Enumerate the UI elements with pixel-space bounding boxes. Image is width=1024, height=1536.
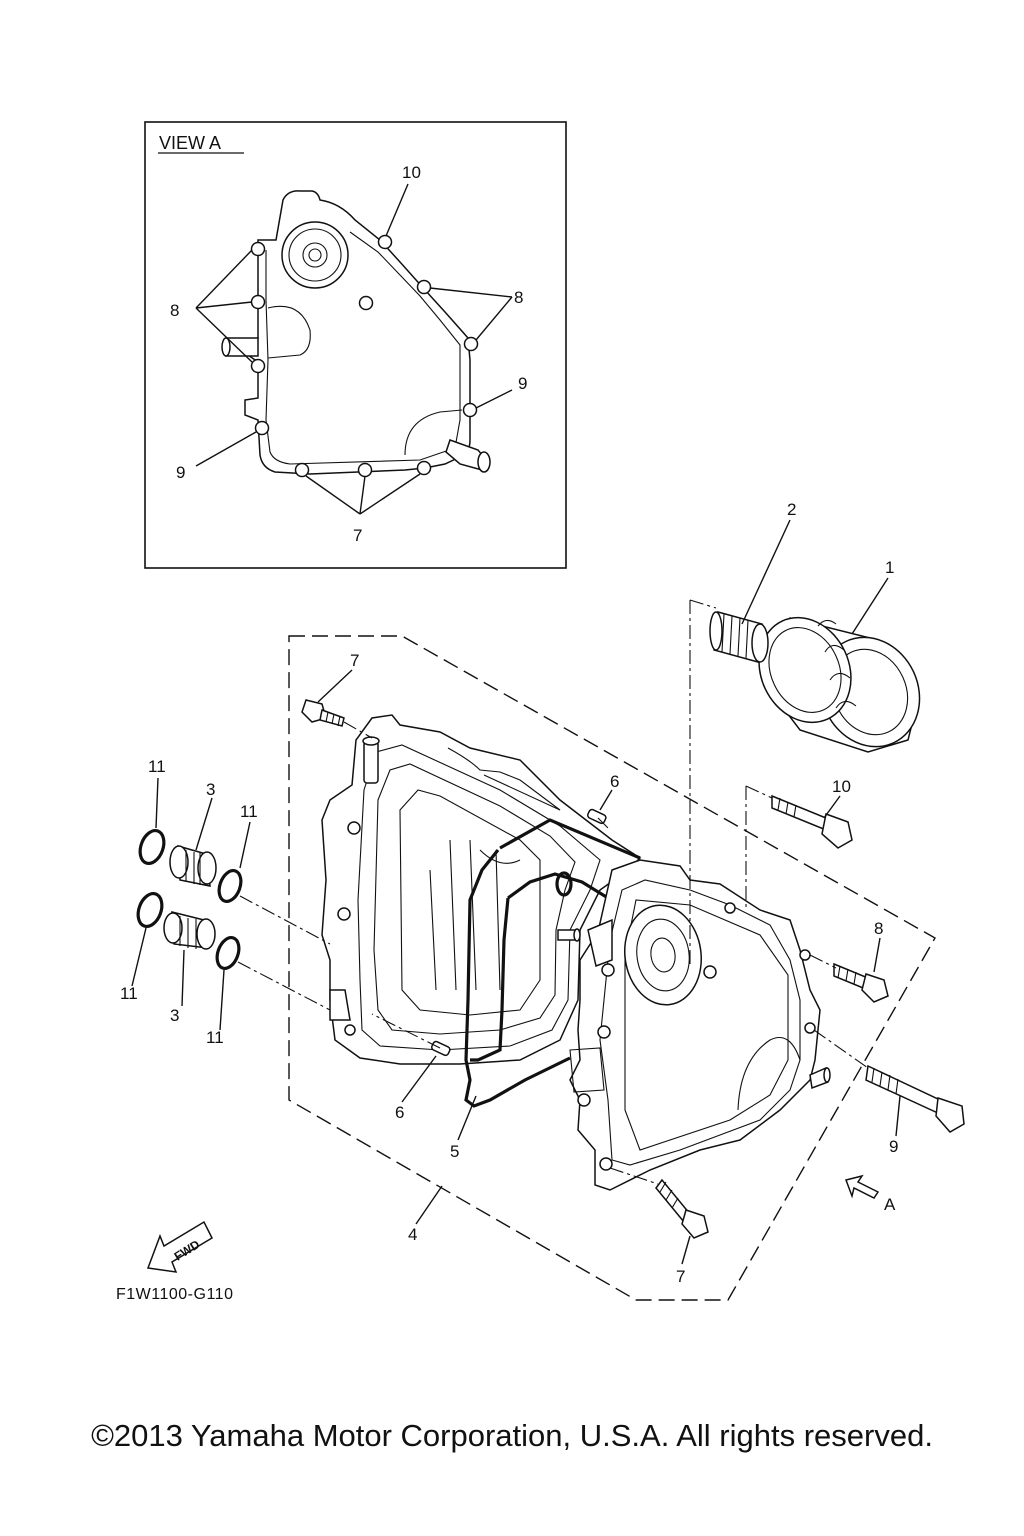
assembly-boundary (288, 635, 936, 1301)
callout-10-main: 10 (832, 777, 851, 796)
bolt-8 (833, 962, 889, 1003)
inset-title: VIEW A (159, 133, 221, 153)
callout-11-c: 11 (120, 984, 138, 1003)
part-callouts: 2 1 7 6 10 8 9 7 6 5 4 11 3 11 11 3 11 (120, 500, 898, 1286)
bolt-9 (865, 1064, 965, 1133)
callout-5: 5 (450, 1142, 459, 1161)
bolt-10 (771, 794, 853, 849)
pipe-3-lower (163, 911, 216, 950)
alignment-lines (237, 599, 869, 1185)
callout-1: 1 (885, 558, 894, 577)
view-a-arrow-icon: A (845, 1174, 896, 1214)
callout-8-left: 8 (170, 301, 179, 320)
copyright-notice: ©2013 Yamaha Motor Corporation, U.S.A. A… (91, 1418, 933, 1453)
inset-bolt-holes (250, 234, 479, 478)
callout-9-right: 9 (518, 374, 527, 393)
dowel-pins-6 (430, 808, 607, 1057)
oil-filter-1 (758, 616, 921, 753)
callout-6-bottom: 6 (395, 1103, 404, 1122)
callout-8-right: 8 (514, 288, 523, 307)
callout-11-d: 11 (206, 1028, 224, 1047)
callout-7-top: 7 (350, 651, 359, 670)
view-a-inset: VIEW A (144, 121, 567, 569)
callout-9-main: 9 (889, 1137, 898, 1156)
fwd-arrow-icon: FWD (146, 1220, 213, 1273)
crankcase-cover-main (321, 714, 642, 1065)
bolt-7-top (301, 699, 345, 727)
gasket-5 (464, 818, 641, 1108)
view-a-arrow-label: A (884, 1195, 896, 1214)
callout-11-b: 11 (240, 802, 258, 821)
callout-7-bottom: 7 (676, 1267, 685, 1286)
callout-4: 4 (408, 1225, 417, 1244)
figure-code: F1W1100-G110 (116, 1286, 233, 1303)
callout-9-left: 9 (176, 463, 185, 482)
callout-2: 2 (787, 500, 796, 519)
callout-3-bottom: 3 (170, 1006, 179, 1025)
crankcase-cover-right (569, 859, 831, 1191)
callout-3-top: 3 (206, 780, 215, 799)
callout-10: 10 (402, 163, 421, 182)
o-rings-11 (136, 828, 243, 971)
callout-6-top: 6 (610, 772, 619, 791)
pipe-3-upper (169, 844, 217, 887)
callout-11-a: 11 (148, 757, 166, 776)
callout-8-main: 8 (874, 919, 883, 938)
union-bolt-2 (709, 611, 769, 663)
callout-7: 7 (353, 526, 362, 545)
bolt-7-bottom (655, 1178, 709, 1239)
callout-leaders (131, 519, 901, 1265)
